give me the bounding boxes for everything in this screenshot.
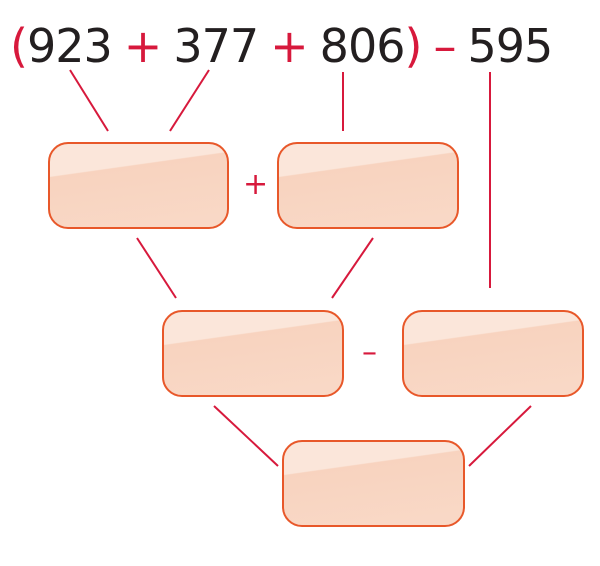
connector-377-to-box1 [169, 69, 210, 132]
answer-box-sum-2[interactable] [162, 310, 344, 397]
minus-operator: – [433, 19, 456, 73]
number-595: 595 [467, 19, 553, 73]
answer-box-sum-1[interactable] [48, 142, 229, 229]
expression: (923+377+806)–595 [10, 16, 553, 76]
number-377: 377 [173, 19, 259, 73]
connector-box1-to-box3 [136, 237, 177, 299]
minus-sign: – [362, 335, 377, 370]
plus-operator-2: + [270, 19, 309, 73]
connector-box3-to-box5 [213, 405, 279, 467]
answer-box-806[interactable] [277, 142, 459, 229]
answer-box-595[interactable] [402, 310, 584, 397]
open-paren: ( [10, 19, 28, 73]
plus-operator-1: + [123, 19, 163, 73]
connector-box4-to-box5 [468, 405, 532, 467]
answer-box-result[interactable] [282, 440, 465, 527]
connector-box2-to-box3 [331, 237, 374, 299]
number-806: 806 [319, 19, 406, 73]
plus-sign: + [243, 167, 269, 202]
number-923: 923 [26, 19, 113, 73]
close-paren: ) [404, 19, 422, 73]
connector-923-to-box1 [69, 69, 109, 132]
